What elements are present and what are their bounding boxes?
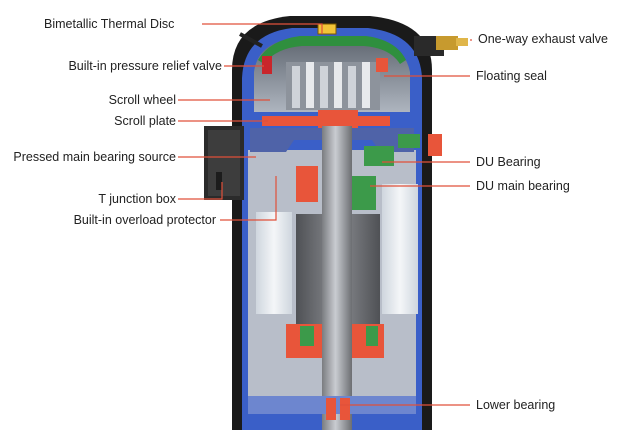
valve-brass	[436, 36, 458, 50]
du-bearing-part	[364, 146, 394, 166]
leader-overload-protector	[220, 176, 277, 221]
scroll-vane	[306, 62, 314, 108]
scroll-vane	[292, 66, 300, 108]
label-t-junction-box: T junction box	[98, 192, 176, 206]
scroll-vane	[348, 66, 356, 108]
label-bimetallic-thermal-disc: Bimetallic Thermal Disc	[44, 17, 175, 31]
bearing-collar	[296, 166, 318, 202]
exhaust-valve-fitting	[414, 36, 468, 56]
stator-right	[382, 184, 418, 314]
lower-green-left	[300, 326, 314, 346]
floating-seal	[376, 58, 388, 72]
discharge-cap	[258, 36, 406, 64]
bearing-bracket	[398, 134, 420, 148]
lower-bearing-part	[326, 398, 336, 420]
pressure-relief-valve	[262, 56, 272, 74]
junction-box	[204, 126, 244, 200]
label-du-main-bearing: DU main bearing	[476, 179, 570, 193]
leader-bimetallic-disc	[202, 23, 323, 34]
label-scroll-plate: Scroll plate	[114, 114, 176, 128]
lower-green-right	[366, 326, 378, 346]
suction-fitting	[428, 134, 442, 156]
junction-box-terminal	[216, 172, 222, 190]
stator-left	[256, 212, 292, 314]
top-cap-line	[239, 32, 263, 48]
lower-bearing-part	[340, 398, 350, 420]
label-one-way-exhaust-valve: One-way exhaust valve	[478, 32, 608, 46]
scroll-vane	[320, 66, 328, 108]
label-floating-seal: Floating seal	[476, 69, 547, 83]
leader-lines	[178, 23, 472, 406]
junction-box-face	[208, 130, 240, 196]
oil-sump	[248, 396, 416, 420]
crankshaft	[322, 126, 352, 430]
label-scroll-wheel: Scroll wheel	[108, 93, 176, 107]
label-overload-protector: Built-in overload protector	[73, 213, 216, 227]
label-du-bearing: DU Bearing	[476, 155, 541, 169]
scroll-vane	[334, 62, 342, 108]
valve-nozzle	[456, 38, 468, 46]
leader-t-junction-box	[178, 182, 223, 200]
label-pressed-main-bearing-source: Pressed main bearing source	[13, 150, 176, 164]
bimetallic-disc	[317, 23, 337, 35]
scroll-vane	[362, 62, 370, 108]
label-lower-bearing: Lower bearing	[476, 398, 556, 412]
label-pressure-relief-valve: Built-in pressure relief valve	[68, 59, 222, 73]
du-main-bearing-part	[352, 176, 376, 210]
